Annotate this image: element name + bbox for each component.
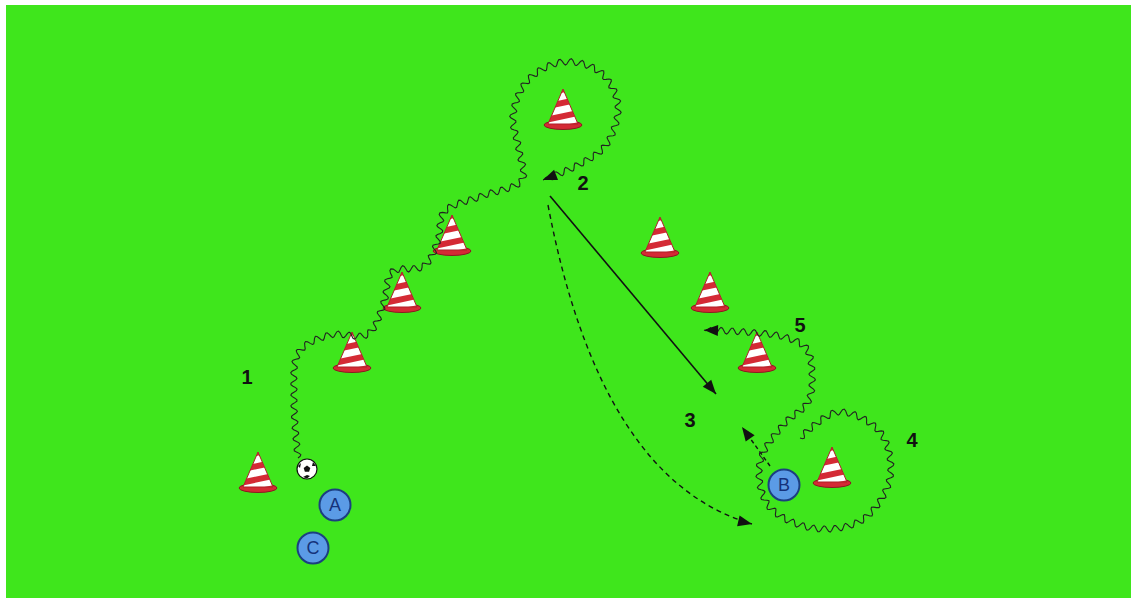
cone [233, 445, 281, 497]
arrow-head [742, 427, 755, 442]
movement-paths [291, 59, 894, 532]
callout-number: 4 [906, 430, 917, 450]
callout-number: 3 [684, 410, 695, 430]
player-marker: A [318, 488, 352, 522]
callout-number: 5 [794, 315, 805, 335]
arrow-head [543, 170, 558, 180]
arrow-head [737, 515, 752, 526]
pitch [6, 5, 1131, 598]
cone [807, 440, 855, 492]
player-label: B [767, 468, 801, 502]
cone [538, 82, 586, 134]
cone [427, 208, 475, 260]
arrow-head [704, 325, 718, 336]
cone [685, 265, 733, 317]
callout-number: 1 [241, 367, 252, 387]
player-marker: C [296, 531, 330, 565]
callout-number: 2 [577, 173, 588, 193]
cone [327, 325, 375, 377]
player-label: A [318, 488, 352, 522]
cone [635, 210, 683, 262]
player-label: C [296, 531, 330, 565]
ball [297, 459, 317, 479]
dribble-path [704, 327, 894, 532]
run-line [548, 205, 752, 524]
dribble-path [291, 59, 621, 458]
pass-line [550, 196, 716, 394]
cones [233, 82, 855, 497]
arrow-head [703, 380, 716, 394]
player-marker: B [767, 468, 801, 502]
